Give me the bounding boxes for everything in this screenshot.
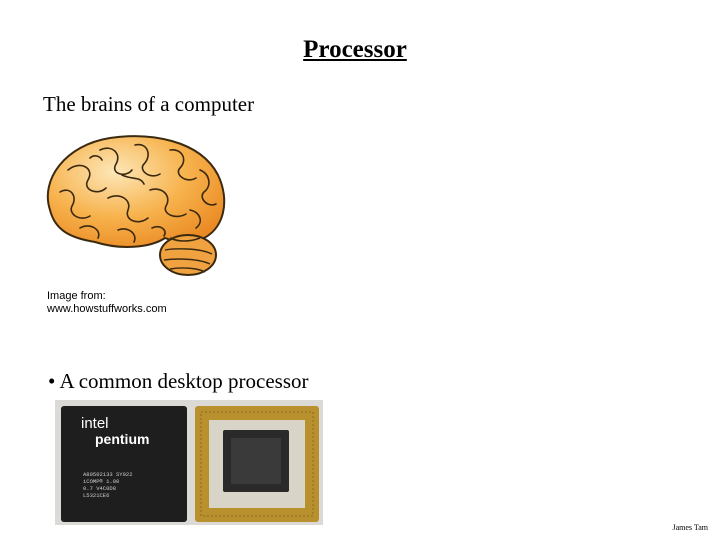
chip-product: pentium [95,431,149,447]
chip-marking: L5321CE6 [83,492,109,499]
chip-marking: A80502133 SY022 [83,471,133,478]
slide-title: Processor [303,36,407,63]
footer-author: James Tam [672,523,708,532]
chip-marking: 0.7 V4C0D8 [83,485,116,492]
image-credit: Image from: www.howstuffworks.com [47,290,267,316]
brain-image [46,135,226,276]
chip-marking: iCOMP® 1.00 [83,478,119,485]
credit-label: Image from: [47,290,106,302]
bullet-item: • A common desktop processor [48,369,309,393]
processor-photo: intel pentium A80502133 SY022 iCOMP® 1.0… [55,400,323,525]
chip-brand: intel [81,415,109,432]
processor-illustration: intel pentium A80502133 SY022 iCOMP® 1.0… [61,406,319,522]
slide-subtitle: The brains of a computer [43,92,255,116]
credit-source: www.howstuffworks.com [47,303,167,315]
